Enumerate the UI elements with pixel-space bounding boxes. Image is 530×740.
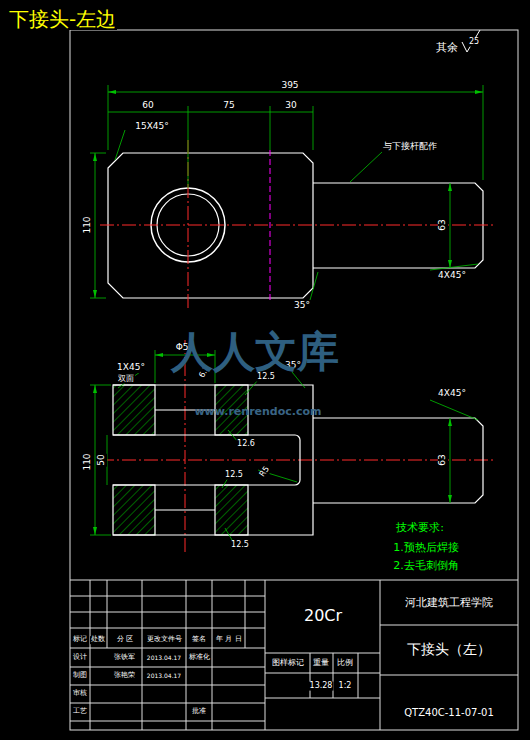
table-cell: 张艳荣 (113, 672, 136, 680)
drawing-frame (70, 30, 518, 730)
table-cell: 分 区 (116, 636, 134, 644)
roughness-value: 12.6 (236, 440, 256, 449)
title-block (70, 580, 518, 730)
chamfer-note: 1X45° (116, 363, 146, 373)
section-view (113, 385, 483, 535)
roughness-value: 12.5 (224, 471, 244, 480)
dimension: 30 (284, 101, 297, 111)
table-cell: 设计 (72, 654, 88, 662)
table-cell: 批准 (191, 708, 207, 716)
table-cell: 2013.04.17 (146, 655, 182, 662)
table-cell: 张铁军 (113, 654, 136, 662)
roughness-symbol (462, 30, 480, 52)
angle-note: 35° (293, 301, 311, 311)
part-name: 下接头（左） (406, 642, 492, 657)
table-cell: 签名 (191, 636, 207, 644)
dimension: 75 (222, 101, 235, 111)
dimension: 60 (141, 101, 154, 111)
table-cell: 更改文件号 (146, 636, 183, 644)
watermark: www.renrendoc.com (193, 406, 322, 418)
dimension: 63 (438, 453, 448, 466)
page-title: 下接头-左边 (8, 8, 117, 30)
radius-note: R5 (258, 464, 272, 479)
roughness-note: 其余 (435, 42, 459, 54)
dimension: 110 (83, 215, 93, 234)
watermark: 人人文库 (170, 329, 340, 375)
dimension: 395 (280, 81, 299, 91)
table-cell: 1:2 (338, 682, 353, 691)
drawing-number: QTZ40C-11-07-01 (403, 707, 495, 718)
note: 与下接杆配作 (382, 142, 438, 152)
roughness-value: 25 (468, 38, 480, 47)
table-cell: 13.28 (309, 682, 334, 691)
dimension-line (90, 85, 483, 540)
table-cell: 比例 (336, 659, 354, 668)
roughness-value: 12.5 (230, 541, 250, 550)
table-cell: 制图 (72, 672, 88, 680)
chamfer-note: 4X45° (437, 271, 467, 281)
table-cell: 标准化 (188, 654, 211, 662)
material: 20Cr (303, 607, 343, 625)
table-cell: 图样标记 (271, 659, 305, 668)
tech-requirements: 1.预热后焊接 (392, 542, 460, 554)
school-name: 河北建筑工程学院 (404, 597, 494, 609)
dimension: 50 (97, 453, 107, 466)
dimension: 110 (83, 452, 93, 471)
table-cell: 2013.04.17 (146, 673, 182, 680)
weld-line (270, 150, 271, 300)
tech-requirements: 技术要求: (395, 522, 445, 534)
table-cell: 年 月 日 (215, 636, 242, 644)
table-cell: 标记 (72, 636, 88, 644)
arrow-tick (93, 90, 483, 535)
chamfer-note: 15X45° (134, 122, 170, 132)
table-cell: 审核 (72, 690, 88, 698)
center-line (100, 140, 495, 552)
table-cell: 工艺 (72, 708, 88, 716)
chamfer-note: 双面 (117, 375, 135, 384)
chamfer-note: 4X45° (437, 389, 467, 399)
table-cell: 处数 (90, 636, 106, 644)
tech-requirements: 2.去毛刺倒角 (392, 560, 460, 572)
dimension: 63 (438, 218, 448, 231)
table-cell: 重量 (312, 659, 330, 668)
